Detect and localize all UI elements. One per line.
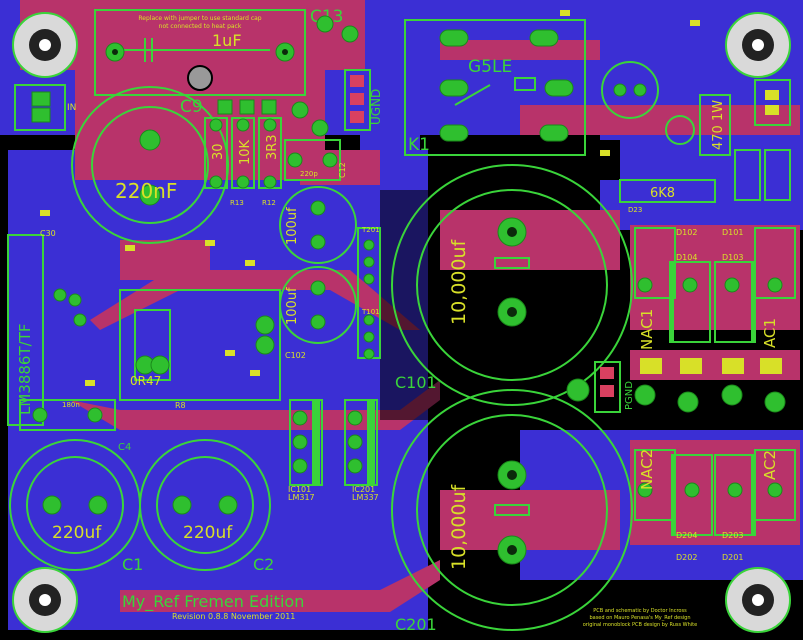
regulator-ic201 — [344, 399, 378, 486]
label-t101: T101 — [361, 308, 380, 316]
mounting-hole-top-left — [12, 12, 78, 78]
label-d104: D104 — [676, 253, 697, 262]
mounting-hole-bottom-right — [725, 567, 791, 633]
pgnd-connector — [566, 361, 621, 413]
label-d201: D201 — [722, 553, 743, 562]
smd-components — [40, 10, 700, 386]
label-c1: C1 — [122, 555, 143, 574]
label-d23: D23 — [628, 206, 642, 214]
capacitor-c2 — [139, 439, 271, 571]
board-revision: Revision 0.8.8 November 2011 — [172, 612, 295, 621]
label-g5le: G5LE — [468, 57, 512, 77]
input-connector — [14, 84, 66, 131]
capacitor-100uf-pair — [279, 186, 357, 344]
label-220nf: 220nF — [115, 179, 177, 203]
label-ac1: AC1 — [761, 318, 779, 348]
label-c30: C30 — [40, 229, 56, 238]
credit-line-1: PCB and schematic by Doctor Incross — [593, 608, 687, 614]
capacitor-220p — [284, 139, 341, 181]
capacitor-220nf — [71, 86, 229, 244]
label-100uf-b: 100uf — [285, 287, 300, 325]
label-c201: C201 — [395, 615, 437, 634]
label-r3r3: 3R3 — [265, 134, 280, 160]
top-right-components — [601, 61, 791, 203]
transistor-column — [357, 227, 381, 360]
capacitor-c1 — [9, 439, 141, 571]
label-nac1: NAC1 — [638, 309, 656, 350]
label-ic201: IC201 — [352, 485, 375, 494]
label-10000uf-top: 10,000uf — [448, 238, 470, 325]
note-jumper: Replace with jumper to use standard cap — [138, 15, 261, 22]
label-r30: 30 — [211, 143, 226, 160]
label-pgnd: PGND — [624, 381, 635, 410]
label-ic101: IC101 — [288, 485, 311, 494]
label-220uf-b: 220uf — [183, 523, 233, 543]
label-t201: T201 — [361, 226, 380, 234]
label-r10k: 10K — [238, 139, 253, 165]
label-ac2: AC2 — [761, 450, 779, 480]
label-c4: C4 — [118, 442, 131, 453]
label-ugnd: UGND — [369, 89, 383, 125]
label-c12: C12 — [338, 162, 347, 178]
label-100uf-a: 100uf — [285, 207, 300, 245]
label-180n: 180n — [62, 401, 80, 409]
label-lm3886: LM3886T/TF — [16, 324, 34, 415]
board-title: My_Ref Fremen Edition — [122, 592, 304, 612]
label-10000uf-bot: 10,000uf — [448, 483, 470, 570]
label-in: IN — [67, 103, 76, 113]
label-220p: 220p — [300, 170, 318, 178]
label-c101: C101 — [395, 373, 437, 392]
mounting-hole-bottom-left — [12, 567, 78, 633]
label-470-1w: 470 1W — [711, 100, 726, 150]
relay-k1 — [404, 19, 586, 156]
label-1uf: 1uF — [212, 31, 242, 50]
label-0r47: 0R47 — [130, 374, 161, 388]
credit-line-2: based on Mauro Penasa's My_Ref design — [589, 615, 690, 621]
label-c102: C102 — [285, 351, 306, 360]
label-nac2: NAC2 — [638, 449, 656, 490]
label-k1: K1 — [408, 135, 430, 155]
regulator-ic101 — [289, 399, 323, 486]
label-d102: D102 — [676, 228, 697, 237]
label-d203: D203 — [722, 531, 743, 540]
resistor-bank — [204, 117, 282, 189]
capacitor-c101 — [391, 164, 633, 406]
label-lm337: LM337 — [352, 493, 379, 502]
diode-bridge-2 — [634, 384, 796, 536]
label-6k8: 6K8 — [650, 186, 675, 201]
label-d101: D101 — [722, 228, 743, 237]
mounting-hole-top-right — [725, 12, 791, 78]
label-r8: R8 — [175, 401, 186, 410]
note-heatpack: not connected to heat pack — [159, 23, 242, 30]
capacitor-c201 — [391, 389, 633, 631]
capacitor-c9-outline — [94, 9, 306, 96]
label-r12: R12 — [262, 199, 276, 207]
capacitor-180n — [19, 399, 116, 431]
lm3886-amplifier — [7, 234, 281, 426]
ugnd-connector — [344, 69, 371, 131]
label-lm317: LM317 — [288, 493, 315, 502]
label-r13: R13 — [230, 199, 244, 207]
label-c2: C2 — [253, 555, 274, 574]
top-row-pads — [217, 15, 359, 137]
label-d204: D204 — [676, 531, 697, 540]
label-d103: D103 — [722, 253, 743, 262]
label-d202: D202 — [676, 553, 697, 562]
diode-bridge-1 — [634, 227, 796, 374]
credit-line-3: original monoblock PCB design by Russ Wh… — [583, 622, 697, 628]
label-220uf-a: 220uf — [52, 523, 102, 543]
